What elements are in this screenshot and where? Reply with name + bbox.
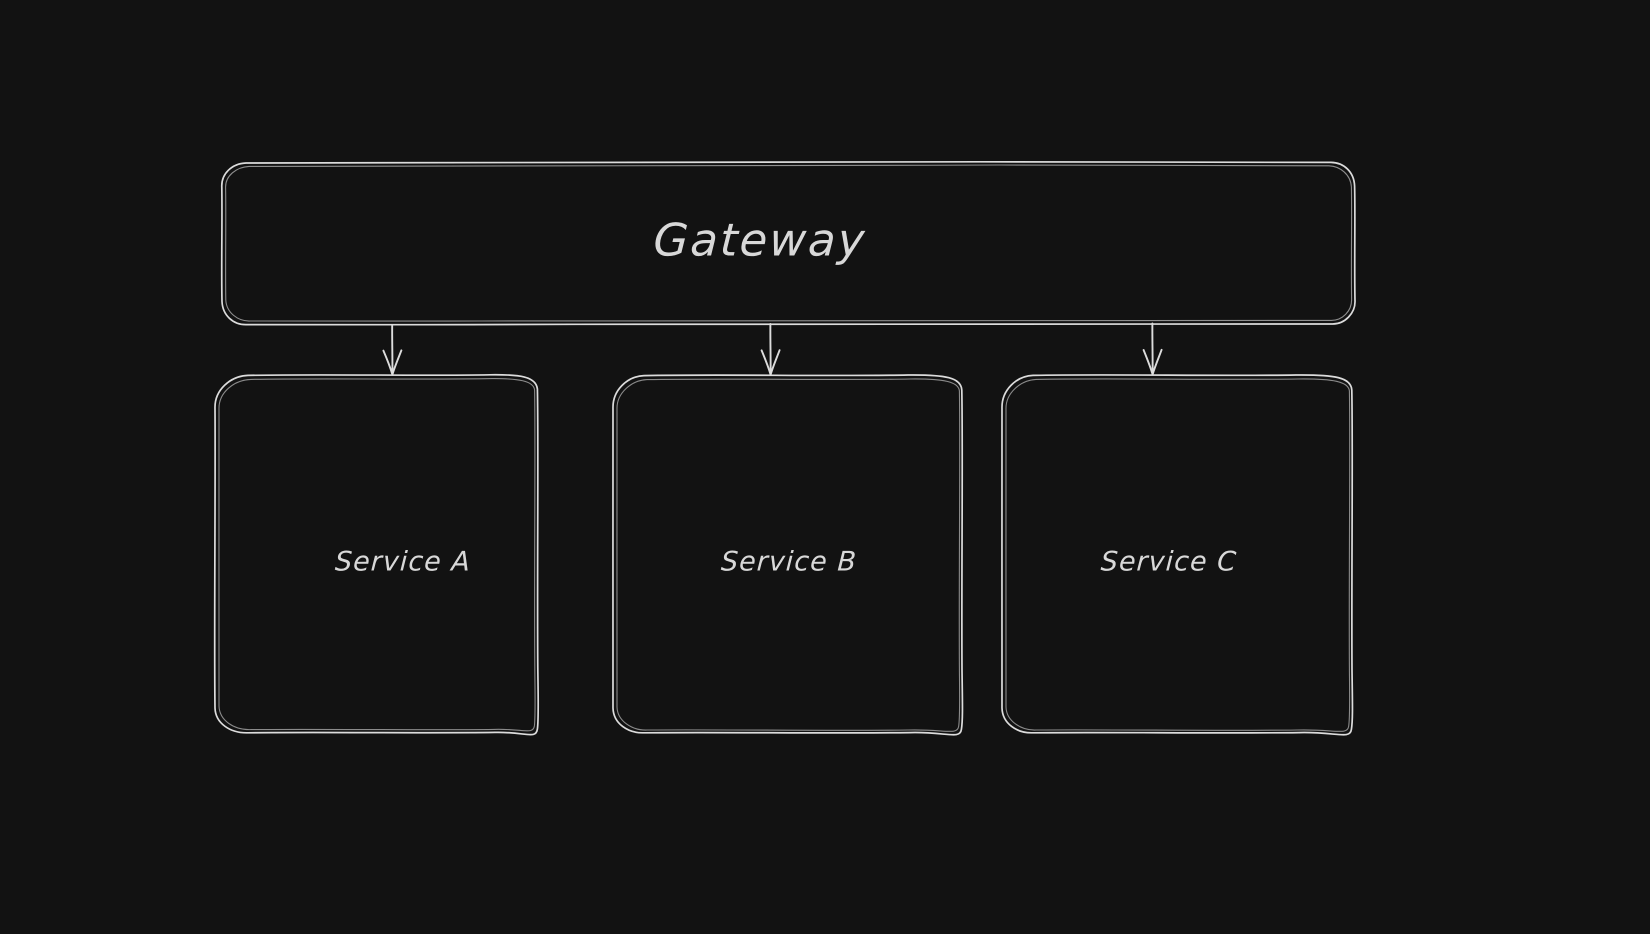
gateway-node-shape[interactable] [220,160,1356,326]
edge-gateway-to-service-c[interactable] [1142,322,1163,376]
gateway-node-label: Gateway [652,213,868,267]
service-a-node-label: Service A [334,546,472,578]
service-c-node-shape[interactable] [1000,374,1354,736]
service-a-node-shape[interactable] [213,373,540,736]
edge-gateway-to-service-a[interactable] [382,324,403,376]
service-b-node-shape[interactable] [611,374,964,736]
service-b-node-label: Service B [720,546,858,578]
edge-gateway-to-service-b[interactable] [760,323,781,376]
service-c-node-label: Service C [1100,546,1238,578]
